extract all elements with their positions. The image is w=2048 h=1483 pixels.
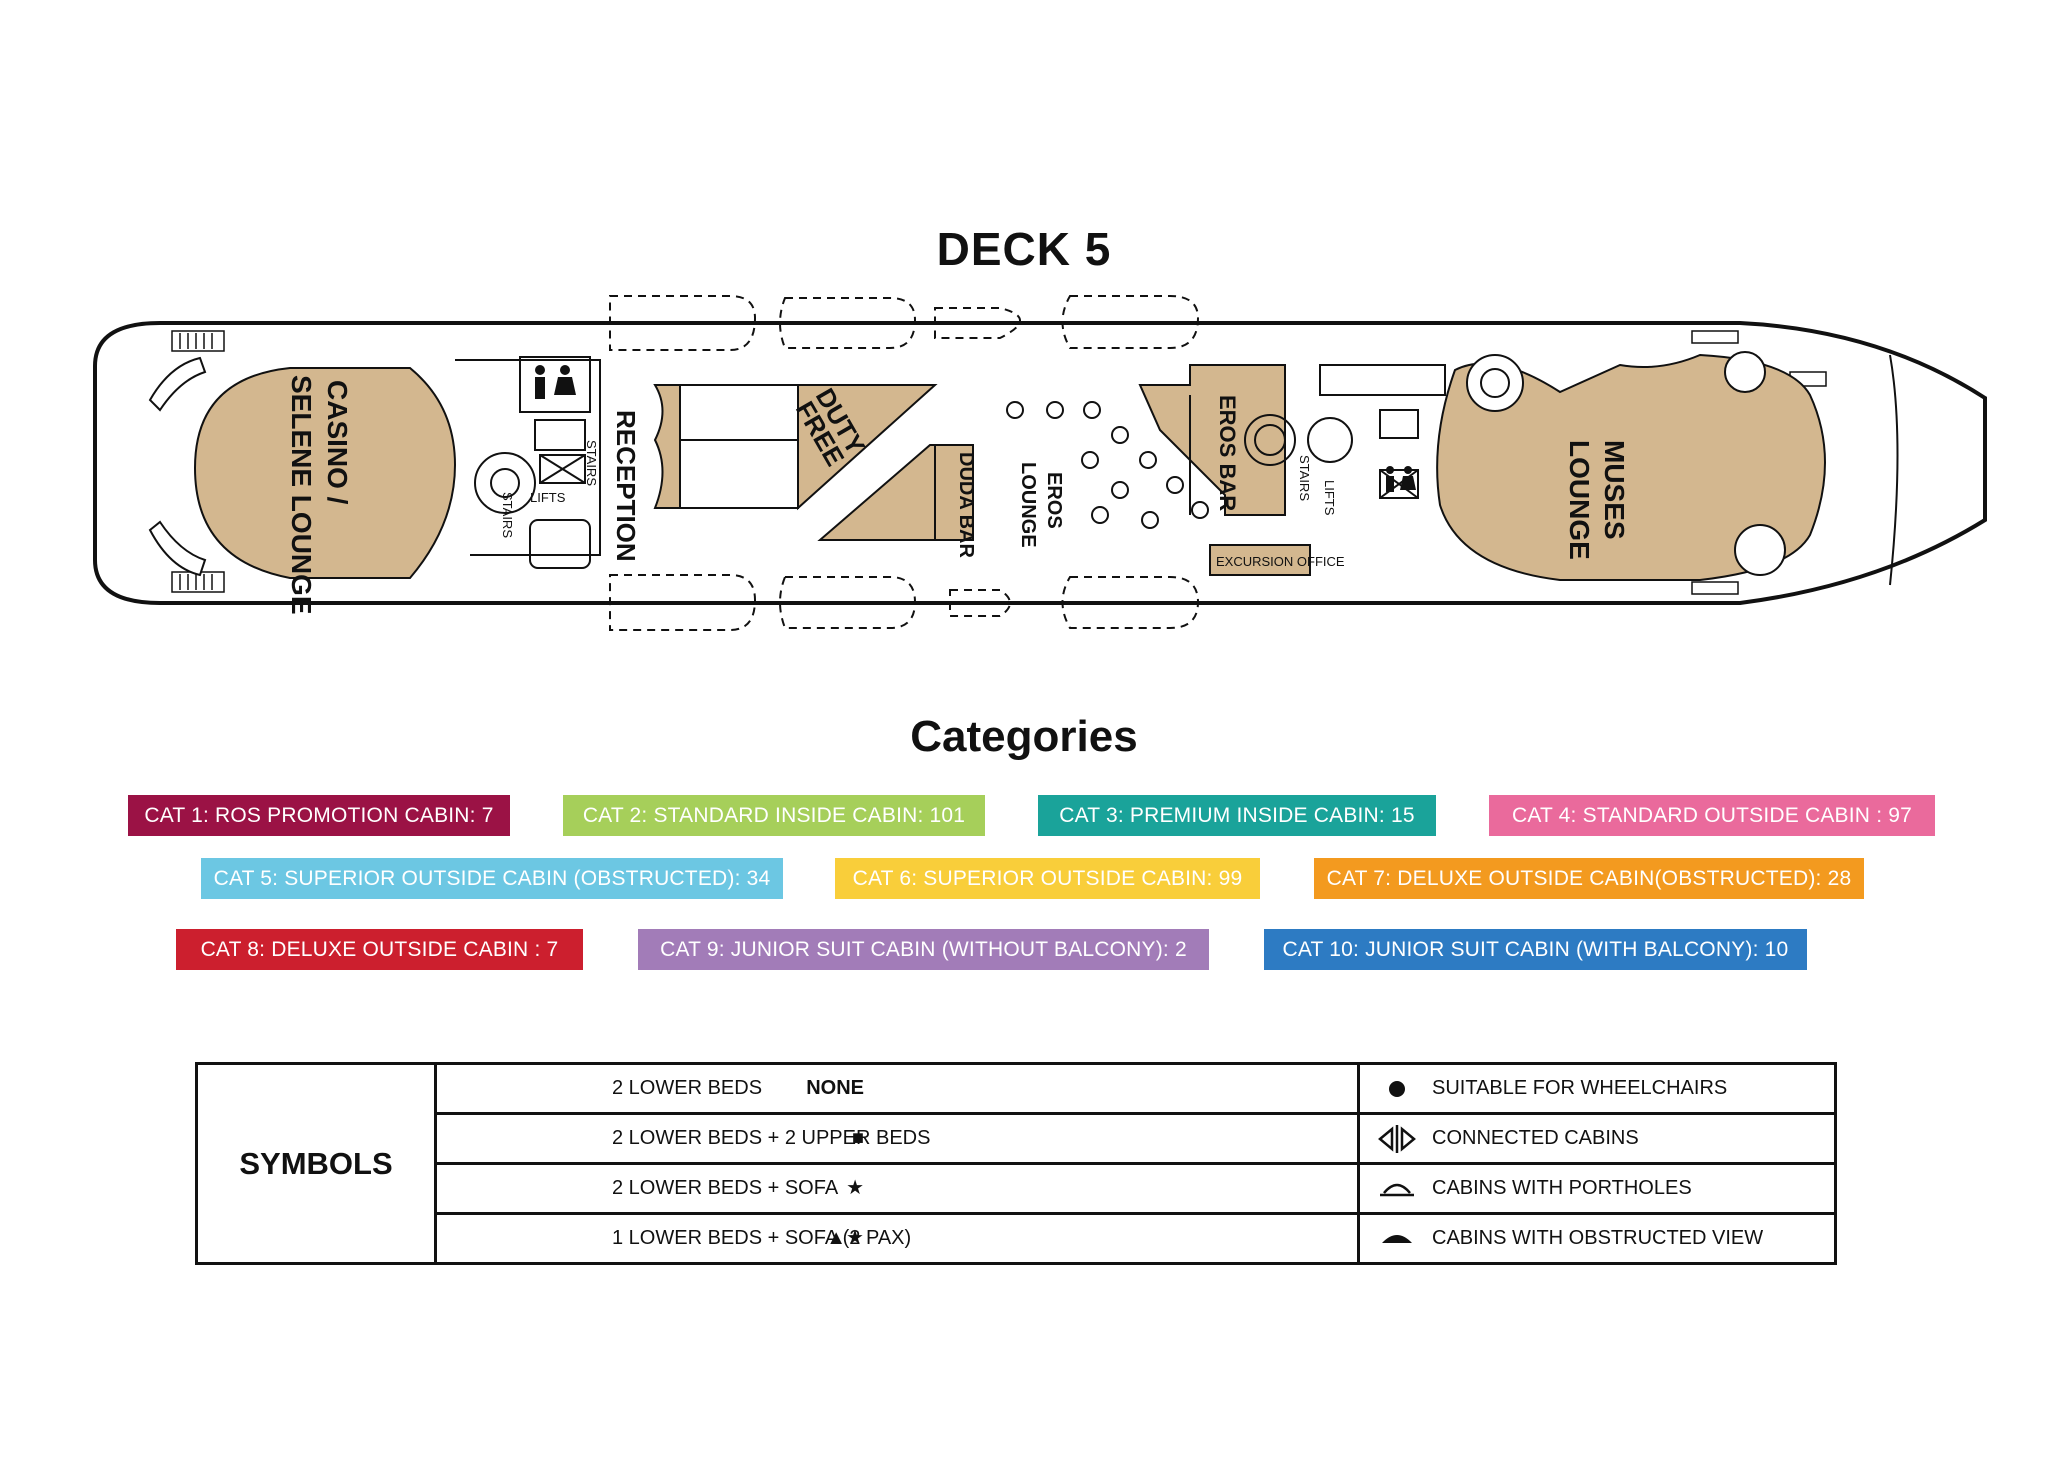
casino-label-2: SELENE LOUNGE — [286, 375, 317, 615]
category-badge-7: CAT 7: DELUXE OUTSIDE CABIN(OBSTRUCTED):… — [1314, 858, 1864, 899]
muses-lounge-area — [1436, 353, 1826, 581]
wheelchair-circle-icon — [1389, 1081, 1405, 1097]
symbol-desc2: CABINS WITH PORTHOLES — [1432, 1177, 1692, 1199]
symbol-desc: 1 LOWER BEDS + SOFA (2 PAX) — [612, 1227, 912, 1249]
stairs-label-1: STAIRS — [584, 440, 599, 486]
obstructed-view-icon — [1382, 1235, 1412, 1243]
excursion-office-label: EXCURSION OFFICE — [1216, 554, 1345, 569]
symbol-mark: ▲★ — [826, 1227, 864, 1249]
symbol-mark: ★ — [846, 1177, 864, 1199]
casino-area — [193, 367, 457, 579]
eros-lounge-label-2: LOUNGE — [1017, 462, 1039, 548]
duda-bar-label: DUDA BAR — [955, 452, 977, 558]
eros-bar-area — [1138, 364, 1286, 516]
category-badge-5: CAT 5: SUPERIOR OUTSIDE CABIN (OBSTRUCTE… — [201, 858, 783, 899]
muses-lounge-label-2: LOUNGE — [1564, 440, 1595, 560]
forward-core — [455, 356, 601, 569]
eros-bar-label: EROS BAR — [1215, 395, 1240, 511]
symbol-desc: 2 LOWER BEDS + SOFA — [612, 1177, 839, 1199]
category-badge-2: CAT 2: STANDARD INSIDE CABIN: 101 — [563, 795, 985, 836]
aft-core — [1307, 364, 1446, 499]
category-badge-3: CAT 3: PREMIUM INSIDE CABIN: 15 — [1038, 795, 1436, 836]
symbol-desc2: SUITABLE FOR WHEELCHAIRS — [1432, 1077, 1728, 1099]
lounge-seating — [1006, 401, 1209, 529]
deck-title: DECK 5 — [936, 223, 1112, 275]
symbol-desc2: CONNECTED CABINS — [1432, 1127, 1639, 1149]
casino-label-1: CASINO / — [322, 380, 353, 505]
categories-title: Categories — [910, 712, 1138, 761]
reception-label: RECEPTION — [611, 410, 641, 562]
stairs-label-3: STAIRS — [1297, 455, 1312, 501]
symbol-desc2: CABINS WITH OBSTRUCTED VIEW — [1432, 1227, 1764, 1249]
symbol-row-2: ■ 2 LOWER BEDS + 2 UPPER BEDS CONNECTED … — [437, 1115, 1834, 1165]
symbol-desc: 2 LOWER BEDS — [612, 1077, 763, 1099]
stairs-label-2: STAIRS — [500, 492, 515, 538]
category-badge-8: CAT 8: DELUXE OUTSIDE CABIN : 7 — [176, 929, 583, 970]
symbols-table: SYMBOLS NONE 2 LOWER BEDS SUITABLE FOR W… — [195, 1062, 1837, 1265]
category-badge-6: CAT 6: SUPERIOR OUTSIDE CABIN: 99 — [835, 858, 1260, 899]
connected-cabins-icon — [1378, 1125, 1416, 1153]
symbol-row-3: ★ 2 LOWER BEDS + SOFA CABINS WITH PORTHO… — [437, 1165, 1834, 1215]
symbol-row-1: NONE 2 LOWER BEDS SUITABLE FOR WHEELCHAI… — [437, 1065, 1834, 1115]
category-badge-9: CAT 9: JUNIOR SUIT CABIN (WITHOUT BALCON… — [638, 929, 1209, 970]
muses-lounge-label-1: MUSES — [1599, 440, 1630, 540]
symbol-mark: NONE — [806, 1077, 864, 1099]
restroom-icon-aft — [1386, 466, 1416, 492]
category-badge-10: CAT 10: JUNIOR SUIT CABIN (WITH BALCONY)… — [1264, 929, 1807, 970]
lifts-label-1: LIFTS — [530, 490, 566, 505]
symbol-mark: ■ — [851, 1127, 864, 1149]
restroom-icon — [535, 365, 576, 399]
category-badge-4: CAT 4: STANDARD OUTSIDE CABIN : 97 — [1489, 795, 1935, 836]
category-badge-1: CAT 1: ROS PROMOTION CABIN: 7 — [128, 795, 510, 836]
duty-free-area — [797, 384, 938, 511]
deck-plan: CASINO / SELENE LOUNGE STAIRS STAIRS LIF… — [93, 295, 1987, 631]
symbol-desc: 2 LOWER BEDS + 2 UPPER BEDS — [612, 1127, 931, 1149]
lifeboats — [609, 295, 1200, 631]
shop-area-1 — [653, 384, 681, 509]
lifts-label-2: LIFTS — [1322, 480, 1337, 516]
eros-lounge-label-1: EROS — [1043, 472, 1065, 529]
porthole-icon — [1380, 1183, 1414, 1197]
vents — [171, 330, 1827, 595]
symbols-title: SYMBOLS — [198, 1065, 437, 1262]
symbol-row-4: ▲★ 1 LOWER BEDS + SOFA (2 PAX) CABINS WI… — [437, 1215, 1834, 1265]
